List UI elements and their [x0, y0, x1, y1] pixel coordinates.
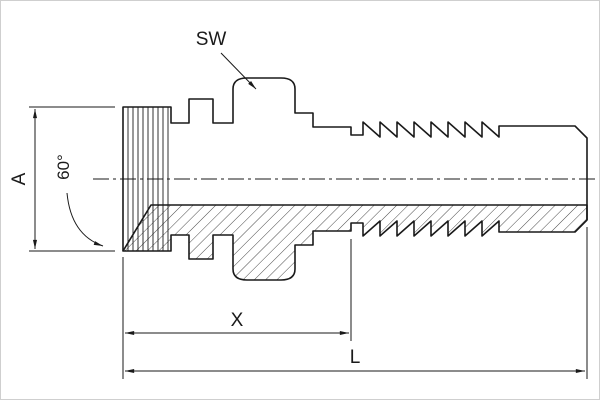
label-x: X — [231, 310, 244, 331]
label-sw: SW — [196, 29, 227, 50]
fitting-outline-upper — [122, 77, 588, 251]
dim-l: L — [125, 227, 588, 379]
angle-leader-line — [66, 192, 104, 247]
dim-angle: 60° — [54, 154, 104, 247]
dim-x: X — [122, 239, 352, 379]
sw-leader-line — [220, 52, 257, 90]
fitting-section-lower — [122, 204, 588, 281]
label-l: L — [350, 347, 361, 368]
label-angle: 60° — [54, 154, 73, 180]
label-a: A — [9, 172, 30, 185]
dim-sw: SW — [196, 29, 257, 90]
dim-a: A — [9, 106, 115, 252]
thread-lines — [127, 107, 169, 251]
